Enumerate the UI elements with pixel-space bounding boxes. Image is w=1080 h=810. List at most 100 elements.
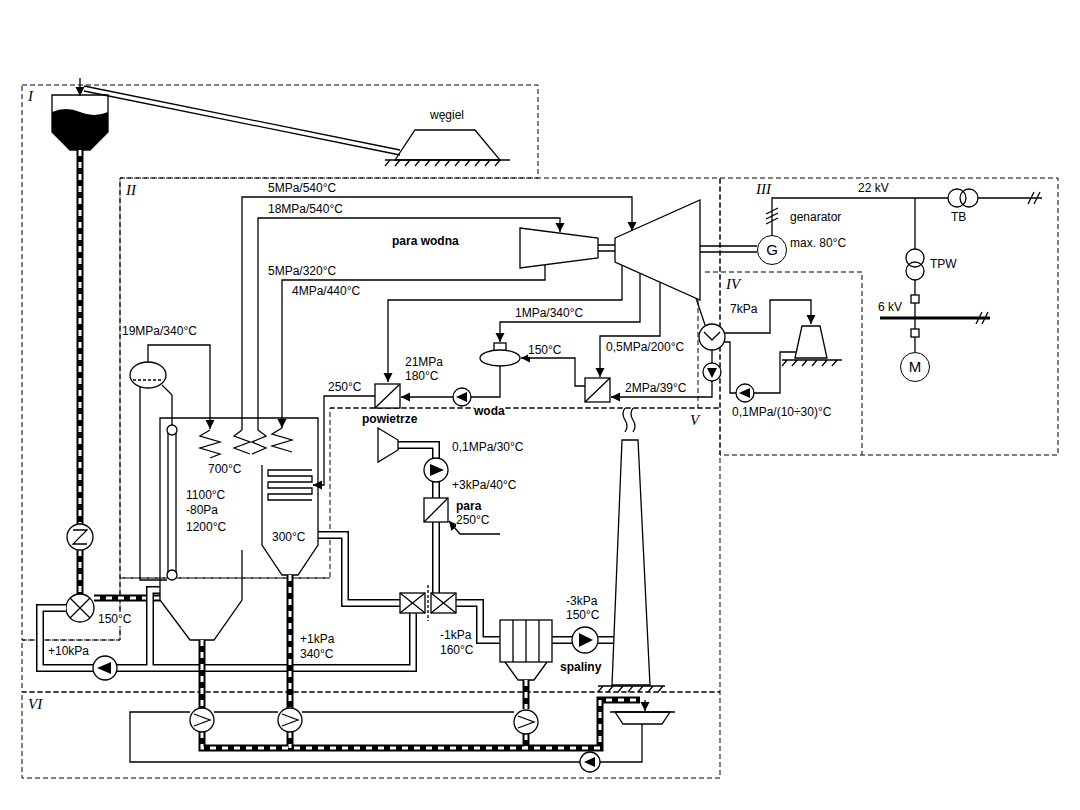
coal-supply [70,598,90,618]
ash-handling [202,700,640,748]
annotation-label: węgiel [430,108,464,122]
annotation-label: 7kPa [730,302,757,316]
boiler [167,570,177,580]
annotation-label: powietrze [362,412,417,426]
air-and-flue-gas-ducts [505,620,547,680]
electrical-system [911,329,919,337]
steam-cycle [725,300,811,333]
annotation-label: woda [474,404,505,418]
coal-supply [73,530,87,544]
annotation-label: para [456,499,481,513]
region-borders [698,272,862,455]
coal-supply [84,86,400,155]
air-and-flue-gas-ducts [424,498,448,522]
electrical-system [880,317,990,320]
annotation-label: 150°C [566,608,600,622]
air-and-flue-gas-ducts [400,593,425,613]
region-borders [22,85,538,640]
steam-cycle [453,388,471,406]
coal-supply [67,524,93,550]
annotation-label: max. 80°C [790,236,846,250]
air-and-flue-gas-ducts [424,458,448,482]
region-number: I [28,88,33,104]
steam-cycle [585,378,610,402]
steam-cycle [242,197,842,485]
annotation-label: 6 kV [878,300,902,314]
ash-handling [584,757,595,767]
boiler [148,345,210,429]
annotation-label: 0,1MPa/30°C [452,440,524,454]
steam-cycle [754,352,796,393]
annotation-label: -80Pa [186,503,218,517]
annotation-label: +3kPa/40°C [452,478,517,492]
steam-cycle [611,381,712,397]
electrical-system [766,208,778,224]
annotation-label: para wodna [392,234,459,248]
annotation-label: 250°C [328,380,362,394]
steam-cycle [739,388,750,398]
annotation-label: TPW [930,257,957,271]
boiler [287,575,294,708]
steam-cycle [520,228,598,268]
annotation-label: 340°C [300,647,334,661]
region-number: II [126,182,136,198]
annotation-label: -3kPa [566,594,597,608]
annotation-label: 250°C [456,513,490,527]
coal-supply [52,109,108,150]
steam-cycle [724,342,736,393]
electrical-system [914,280,915,352]
steam-cycle [282,265,545,428]
air-and-flue-gas-ducts [318,535,614,640]
boiler [130,345,318,708]
steam-cycle [375,384,400,408]
steam-cycle [615,200,700,300]
region-number: V [690,412,699,428]
region-number: IV [726,276,740,292]
air-and-flue-gas-ducts [572,627,598,653]
air-and-flue-gas-ducts [431,593,456,613]
boiler [140,385,172,580]
air-and-flue-gas-ducts [430,464,444,476]
air-and-flue-gas-ducts [93,656,117,680]
electrical-system [772,198,1042,235]
machine-letter: G [766,242,778,258]
ash-handling [130,712,642,762]
annotation-label: 4MPa/440°C [292,284,360,298]
steam-cycle [704,332,720,340]
air-and-flue-gas-ducts [424,498,448,522]
steam-cycle [401,396,453,397]
region-borders [22,85,1058,778]
air-and-flue-gas-ducts [318,535,614,640]
steam-cycle [703,363,721,381]
coal-supply [385,159,510,160]
steam-cycle [782,360,842,366]
coal-supply [66,594,94,622]
annotation-label: 19MPa/340°C [122,324,197,338]
steam-cycle [388,265,622,382]
boiler [268,470,312,500]
air-and-flue-gas-ducts [612,440,650,685]
electrical-system [960,189,978,207]
air-and-flue-gas-ducts [40,445,436,668]
electrical-system [766,189,1042,352]
annotation-label: 21MPa [405,355,443,369]
steam-cycle [707,368,717,378]
air-and-flue-gas-ducts [623,408,635,432]
annotation-label: 18MPa/540°C [268,202,343,216]
air-and-flue-gas-ducts [431,593,456,613]
region-borders [22,692,720,778]
ash-handling [610,711,675,712]
machine-letter: M [909,359,922,375]
coal-supply [52,95,108,150]
annotation-label: 160°C [440,643,474,657]
steam-cycle [696,298,705,325]
electrical-system [906,262,924,280]
machine-circle: G [757,235,787,265]
annotation-label: -1kPa [440,628,471,642]
boiler [133,379,163,380]
electrical-system [1028,192,1040,204]
annotation-label: spaliny [560,660,601,674]
steam-cycle [521,358,585,386]
annotation-label: 180°C [405,369,439,383]
